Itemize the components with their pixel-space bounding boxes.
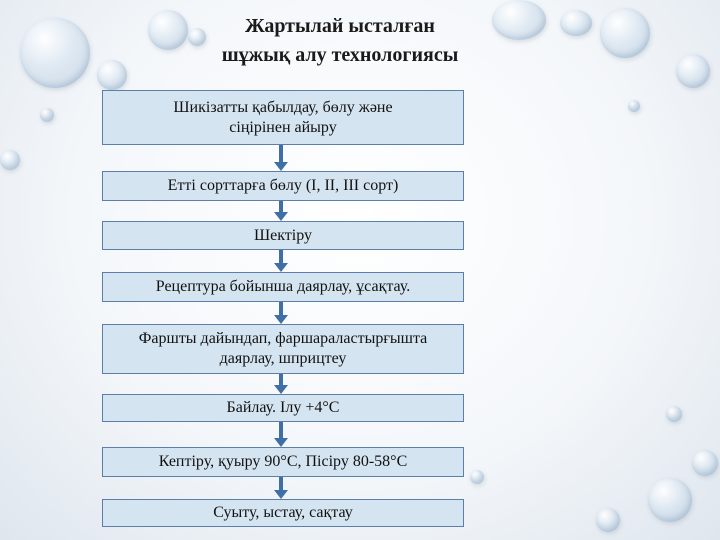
water-drop-decoration (148, 10, 188, 50)
step-7-text: Кептіру, қуыру 90°С, Пісіру 80-58°С (158, 453, 408, 470)
flow-arrow (274, 477, 288, 499)
step-box-6: Байлау. Ілу +4°С (102, 394, 464, 422)
water-drop-decoration (470, 470, 484, 484)
title-line-1: Жартылай ысталған (245, 15, 435, 37)
water-drop-decoration (596, 508, 620, 532)
water-drop-decoration (40, 108, 54, 122)
water-drop-decoration (648, 478, 692, 522)
step-box-2: Етті сорттарға бөлу (І, ІІ, ІІІ сорт) (102, 171, 464, 201)
step-box-8: Суыту, ыстау, сақтау (102, 499, 464, 527)
step-box-7: Кептіру, қуыру 90°С, Пісіру 80-58°С (102, 447, 464, 477)
water-drop-decoration (676, 54, 710, 88)
step-6-text: Байлау. Ілу +4°С (226, 399, 340, 416)
water-drop-decoration (188, 28, 206, 46)
flow-arrow (274, 302, 288, 324)
water-drop-decoration (560, 10, 592, 36)
step-box-3: Шектіру (102, 221, 464, 250)
step-1-line-1: Шикізатты қабылдау, бөлу және (173, 98, 393, 116)
step-5-line-1: Фаршты дайындап, фаршараластырғышта (138, 330, 428, 347)
step-3-text: Шектіру (253, 226, 313, 244)
water-drop-decoration (600, 8, 650, 58)
flow-arrow (274, 422, 288, 447)
step-1-line-2: сіңірінен айыру (229, 118, 337, 136)
step-5-line-2: даярлау, шприцтеу (219, 350, 347, 367)
title-line-2: шұжық алу технологиясы (221, 44, 459, 66)
flow-arrow (274, 250, 288, 272)
step-2-text: Етті сорттарға бөлу (І, ІІ, ІІІ сорт) (167, 177, 399, 194)
step-box-1: Шикізатты қабылдау, бөлу және сіңірінен … (102, 90, 464, 145)
water-drop-decoration (666, 406, 682, 422)
step-8-text: Суыту, ыстау, сақтау (213, 504, 353, 521)
water-drop-decoration (628, 100, 640, 112)
step-box-5: Фаршты дайындап, фаршараластырғышта даяр… (102, 324, 464, 374)
step-4-text: Рецептура бойынша даярлау, ұсақтау. (155, 278, 411, 295)
flow-arrow (274, 374, 288, 394)
flow-arrow (274, 201, 288, 221)
water-drop-decoration (20, 18, 90, 88)
diagram-title: Жартылай ысталған шұжық алу технологиясы (170, 12, 510, 70)
flow-arrow (274, 145, 288, 171)
water-drop-decoration (692, 450, 718, 476)
step-box-4: Рецептура бойынша даярлау, ұсақтау. (102, 272, 464, 302)
water-drop-decoration (492, 0, 546, 40)
water-drop-decoration (97, 60, 127, 90)
water-drop-decoration (0, 150, 20, 170)
